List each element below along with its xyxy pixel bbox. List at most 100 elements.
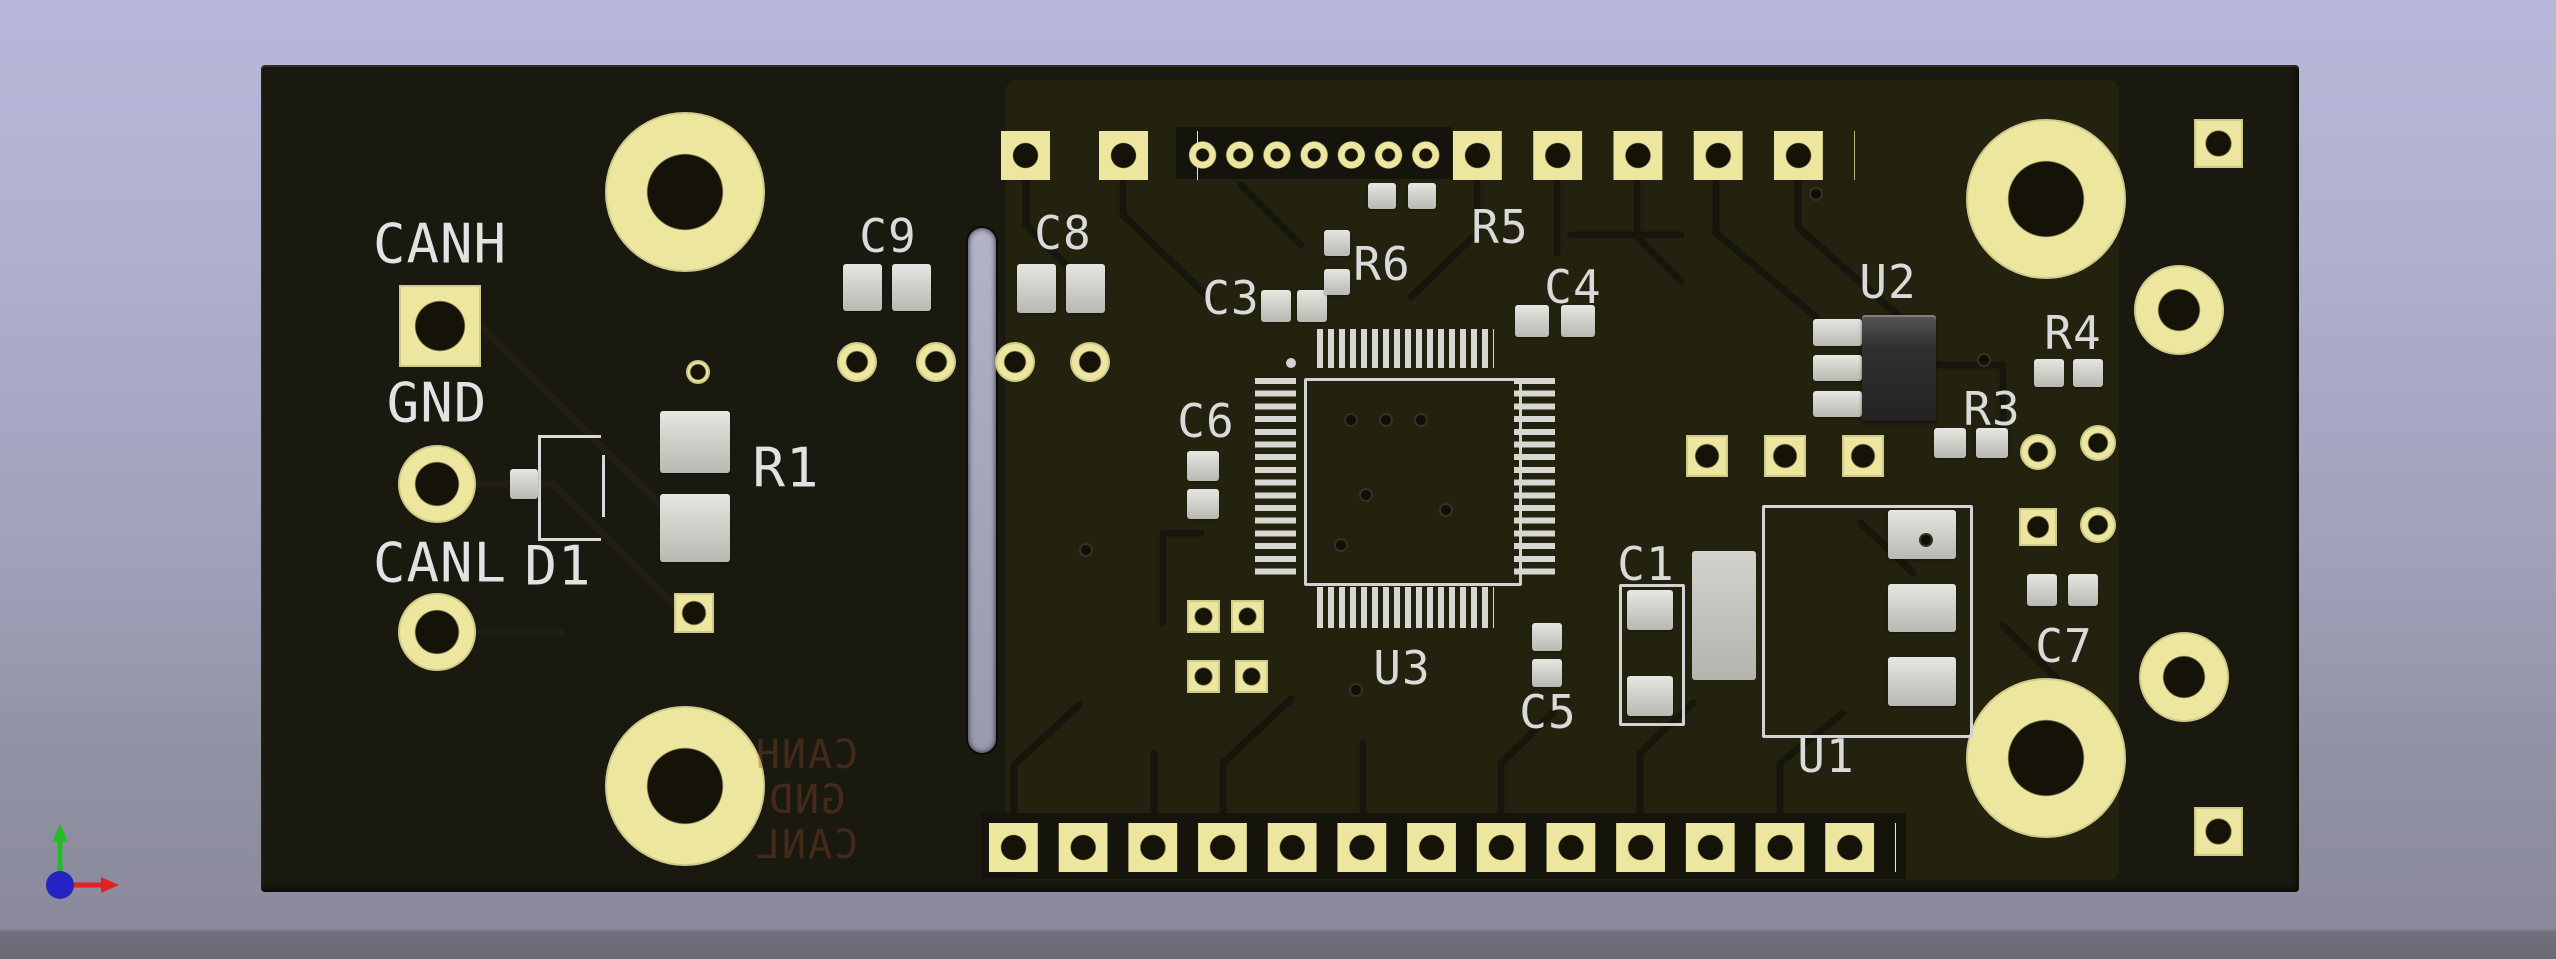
u2-chip-body [1862,315,1936,421]
via [1921,535,1931,545]
mounting-hole [2139,632,2229,722]
smd-pad [2068,574,2098,606]
mounting-hole [605,706,765,866]
smd-pad [1976,428,2008,458]
silkscreen-label-u3: U3 [1373,641,1431,695]
silkscreen-label-c8: C8 [1034,206,1092,260]
smd-pad [1888,510,1956,559]
through-hole-pad [2194,119,2243,168]
smd-pad [1561,305,1595,337]
smd-pad [1324,230,1350,256]
through-hole-pad [1187,660,1220,693]
through-hole-pad [1764,435,1806,477]
through-hole-pad [2019,508,2057,546]
smd-pad [2073,359,2103,387]
pad-row-bottom [989,823,1896,872]
silkscreen-label-c7: C7 [2035,619,2093,673]
u3-qfp-pad-row-right [1514,378,1555,581]
through-hole-pad [2080,425,2116,461]
silkscreen-label-c6: C6 [1177,394,1235,448]
through-hole-pad [916,342,956,382]
smd-pad [892,264,931,311]
board-slot [968,228,996,753]
castellated-pad-row [1184,141,1445,169]
smd-pad [1888,584,1956,632]
silkscreen-label-r6: R6 [1353,237,1411,291]
pad-row-top-right [1453,131,1855,180]
silkscreen-label-r3: R3 [1963,382,2021,436]
smd-pad [1515,305,1549,337]
backside-silkscreen-canl: CANL [753,822,859,868]
through-hole-pad [2080,507,2116,543]
via [1979,355,1989,365]
smd-pad [2034,359,2064,387]
smd-pad [1368,183,1396,209]
silkscreen-label-u1: U1 [1797,729,1855,783]
axis-x-arrowhead-icon [101,877,119,893]
through-hole-pad [1235,660,1268,693]
mounting-hole [1966,119,2126,279]
axis-z-dot-icon [46,871,74,899]
through-hole-pad-gnd [398,445,476,523]
smd-pad [1934,428,1966,458]
mounting-hole [2134,265,2224,355]
smd-pad [1532,623,1562,651]
u3-qfp-pad-row-top [1317,329,1494,368]
smd-pad [1066,264,1105,313]
smd-pad [1813,391,1862,417]
through-hole-pad-canl [398,593,476,671]
silkscreen-label-r1: R1 [752,436,820,500]
u1-outline [1762,505,1973,738]
smd-pad [1187,451,1219,481]
u3-pin1-dot [1286,358,1296,368]
through-hole-pad [1070,342,1110,382]
through-hole-pad [674,593,714,633]
silkscreen-label-r4: R4 [2044,306,2102,360]
through-hole-pad [995,342,1035,382]
silkscreen-label-c3: C3 [1202,271,1260,325]
pad-row-top-left [1001,131,1198,180]
smd-pad [1627,590,1673,630]
silkscreen-label-canh: CANH [372,212,508,276]
silkscreen-label-d1: D1 [524,534,592,598]
mounting-hole [605,112,765,272]
smd-pad [660,411,730,473]
via [1346,415,1356,425]
smd-pad [1261,290,1291,322]
via [686,360,710,384]
via [1441,505,1451,515]
u1-tab-pad [1692,551,1756,680]
axis-gizmo [46,824,119,899]
silkscreen-label-r5: R5 [1471,200,1529,254]
smd-pad [1324,269,1350,295]
through-hole-pad [1231,600,1264,633]
smd-pad [1017,264,1056,313]
smd-pad [510,469,538,499]
through-hole-pad [837,342,877,382]
silkscreen-label-u2: U2 [1859,255,1917,309]
via [1811,189,1821,199]
smd-pad [1888,657,1956,706]
backside-silkscreen-gnd: GND [766,777,846,823]
axis-y-arrowhead-icon [52,824,68,842]
via [1361,490,1371,500]
backside-silkscreen-canh: CANH [753,732,859,778]
d1-silkscreen-line [602,455,605,517]
through-hole-pad [1842,435,1884,477]
through-hole-pad-canh [399,285,481,367]
smd-pad [1297,290,1327,322]
silkscreen-label-c4: C4 [1544,260,1602,314]
u3-qfp-pad-row-bottom [1317,587,1494,628]
silkscreen-label-gnd: GND [386,371,488,435]
through-hole-pad [2020,434,2056,470]
c1-outline [1619,584,1685,726]
via [1081,545,1091,555]
silkscreen-label-c1: C1 [1617,537,1675,591]
via [1351,685,1361,695]
silkscreen-label-c5: C5 [1519,685,1577,739]
through-hole-pad [2194,807,2243,856]
smd-pad [843,264,882,311]
d1-silkscreen-bracket [538,435,601,541]
copper-pour [1006,80,2119,880]
